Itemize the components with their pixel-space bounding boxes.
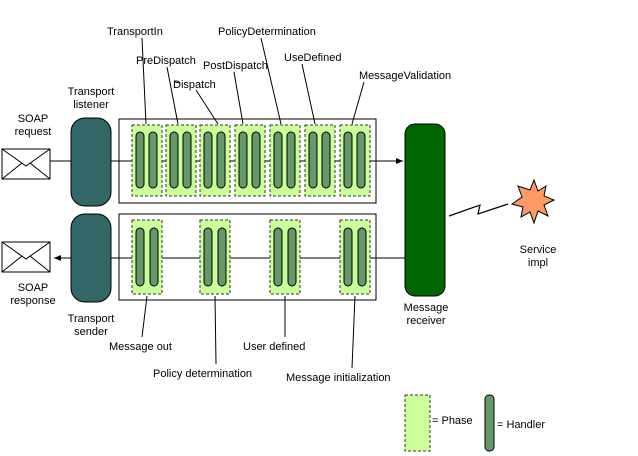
inflow-phases: [131, 124, 371, 197]
handler: [217, 227, 227, 287]
soap-response-label-line1: SOAP: [18, 282, 49, 294]
message-receiver-block: [404, 123, 446, 297]
service-impl-burst-icon: [510, 178, 556, 225]
handler: [343, 131, 353, 189]
legend: = Phase = Handler: [404, 394, 545, 452]
transport-listener-block: [70, 117, 112, 207]
handler: [148, 131, 158, 189]
inflow-phase-postdispatch: [234, 124, 266, 197]
outflow-phases: [131, 219, 371, 295]
phase-label-message-initialization: Message initialization: [286, 372, 391, 384]
soap-response-envelope-icon: [1, 241, 51, 273]
soap-response-label-line2: response: [10, 295, 55, 307]
handler: [238, 131, 248, 189]
handler: [287, 227, 297, 287]
handler: [343, 227, 353, 287]
handler: [135, 227, 145, 287]
transport-listener-label-line1: Transport: [68, 86, 115, 98]
soap-request-label-line1: SOAP: [18, 113, 49, 125]
phase-label-transportin: TransportIn: [107, 26, 163, 38]
soap-request-label-line2: request: [15, 126, 52, 138]
handler: [321, 131, 331, 189]
handler: [286, 131, 296, 189]
handler: [149, 227, 159, 287]
legend-phase-label: = Phase: [432, 415, 473, 427]
handler: [273, 131, 283, 189]
outflow-phase-message-out: [131, 219, 163, 295]
handler: [216, 131, 226, 189]
handler: [251, 131, 261, 189]
legend-handler-label: = Handler: [497, 419, 545, 431]
inflow-phase-policydetermination: [269, 124, 301, 197]
phase-label-messagevalidation: MessageValidation: [359, 70, 451, 82]
inflow-phase-messagevalidation: [339, 124, 371, 197]
service-link-zigzag: [448, 203, 509, 217]
phase-label-policy-determination: Policy determination: [153, 368, 252, 380]
inflow-leader-lines: [141, 37, 365, 125]
handler: [308, 131, 318, 189]
handler: [356, 131, 366, 189]
transport-sender-block: [70, 213, 112, 303]
handler: [135, 131, 145, 189]
inflow-phase-dispatch: [199, 124, 231, 197]
legend-handler-swatch: [484, 394, 495, 452]
phase-label-user-defined: User defined: [243, 341, 305, 353]
phase-label-message-out: Message out: [109, 341, 172, 353]
phase-label-usedefined: UseDefined: [284, 52, 341, 64]
inflow-phase-predispatch: [165, 124, 197, 197]
message-receiver-label-line2: receiver: [406, 315, 445, 327]
handler: [203, 131, 213, 189]
service-impl-label-line1: Service: [520, 244, 557, 256]
outflow-phase-policy-determination: [199, 219, 231, 295]
inflow-phase-usedefined: [304, 124, 336, 197]
message-receiver-label-line1: Message: [404, 302, 449, 314]
transport-sender-label-line2: sender: [74, 326, 108, 338]
phase-label-policydetermination: PolicyDetermination: [218, 26, 316, 38]
phase-label-dispatch: Dispatch: [173, 79, 216, 91]
legend-phase-swatch: [404, 394, 431, 452]
outflow-phase-user-defined: [269, 219, 301, 295]
handler: [357, 227, 367, 287]
service-impl-label-line2: impl: [528, 257, 548, 269]
handler: [273, 227, 283, 287]
phase-label-postdispatch: PostDispatch: [203, 60, 268, 72]
outflow-phase-message-initialization: [339, 219, 371, 295]
handler: [182, 131, 192, 189]
phase-label-predispatch: PreDispatch: [136, 55, 196, 67]
transport-listener-label-line2: listener: [73, 99, 109, 111]
transport-sender-label-line1: Transport: [68, 313, 115, 325]
soap-request-envelope-icon: [1, 148, 51, 180]
inflow-phase-transportin: [131, 124, 163, 197]
handler: [203, 227, 213, 287]
handler: [169, 131, 179, 189]
outflow-leader-lines: [141, 295, 356, 369]
